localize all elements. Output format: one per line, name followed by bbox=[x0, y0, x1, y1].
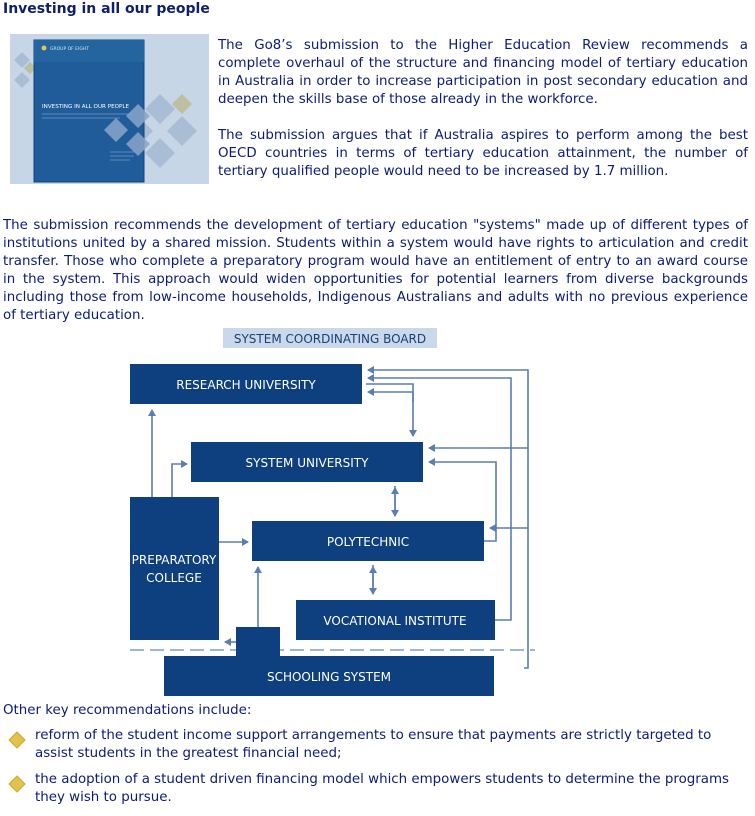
system-coordinating-board: SYSTEM COORDINATING BOARD bbox=[223, 328, 437, 348]
list-item-text: the adoption of a student driven financi… bbox=[35, 772, 730, 805]
diamond-bullet-icon bbox=[8, 775, 26, 793]
cover-graphic: GROUP OF EIGHT INVESTING IN ALL OUR PEOP… bbox=[10, 34, 209, 184]
schooling-system-box: SCHOOLING SYSTEM bbox=[164, 627, 494, 696]
svg-text:RESEARCH UNIVERSITY: RESEARCH UNIVERSITY bbox=[176, 378, 316, 392]
vocational-institute-box: VOCATIONAL INSTITUTE bbox=[296, 600, 495, 640]
svg-text:PREPARATORY: PREPARATORY bbox=[132, 553, 217, 567]
svg-text:INVESTING IN ALL OUR PEOPLE: INVESTING IN ALL OUR PEOPLE bbox=[42, 104, 130, 110]
preparatory-college-box: PREPARATORY COLLEGE bbox=[130, 497, 219, 640]
paragraph-oecd: The submission argues that if Australia … bbox=[218, 128, 748, 179]
paragraph-systems: The submission recommends the developmen… bbox=[3, 218, 748, 323]
svg-text:GROUP OF EIGHT: GROUP OF EIGHT bbox=[50, 46, 89, 52]
svg-text:POLYTECHNIC: POLYTECHNIC bbox=[327, 535, 409, 549]
diagram-arrows bbox=[148, 366, 529, 669]
system-university-box: SYSTEM UNIVERSITY bbox=[191, 442, 423, 482]
diamond-bullet-icon bbox=[8, 731, 26, 749]
tertiary-system-diagram: SYSTEM COORDINATING BOARD RESEARCH UNIVE… bbox=[130, 328, 535, 700]
other-recommendations-heading: Other key recommendations include: bbox=[3, 703, 252, 718]
svg-text:COLLEGE: COLLEGE bbox=[146, 571, 202, 585]
svg-text:SCHOOLING SYSTEM: SCHOOLING SYSTEM bbox=[267, 670, 391, 684]
page-title: Investing in all our people bbox=[3, 1, 210, 17]
list-item-text: reform of the student income support arr… bbox=[35, 728, 712, 761]
svg-text:SYSTEM COORDINATING BOARD: SYSTEM COORDINATING BOARD bbox=[234, 332, 426, 346]
svg-text:VOCATIONAL INSTITUTE: VOCATIONAL INSTITUTE bbox=[323, 614, 466, 628]
polytechnic-box: POLYTECHNIC bbox=[252, 521, 484, 561]
research-university-box: RESEARCH UNIVERSITY bbox=[130, 364, 362, 404]
paragraph-intro: The Go8’s submission to the Higher Educa… bbox=[218, 38, 748, 107]
report-cover-image: GROUP OF EIGHT INVESTING IN ALL OUR PEOP… bbox=[10, 34, 209, 184]
svg-text:SYSTEM UNIVERSITY: SYSTEM UNIVERSITY bbox=[246, 456, 370, 470]
